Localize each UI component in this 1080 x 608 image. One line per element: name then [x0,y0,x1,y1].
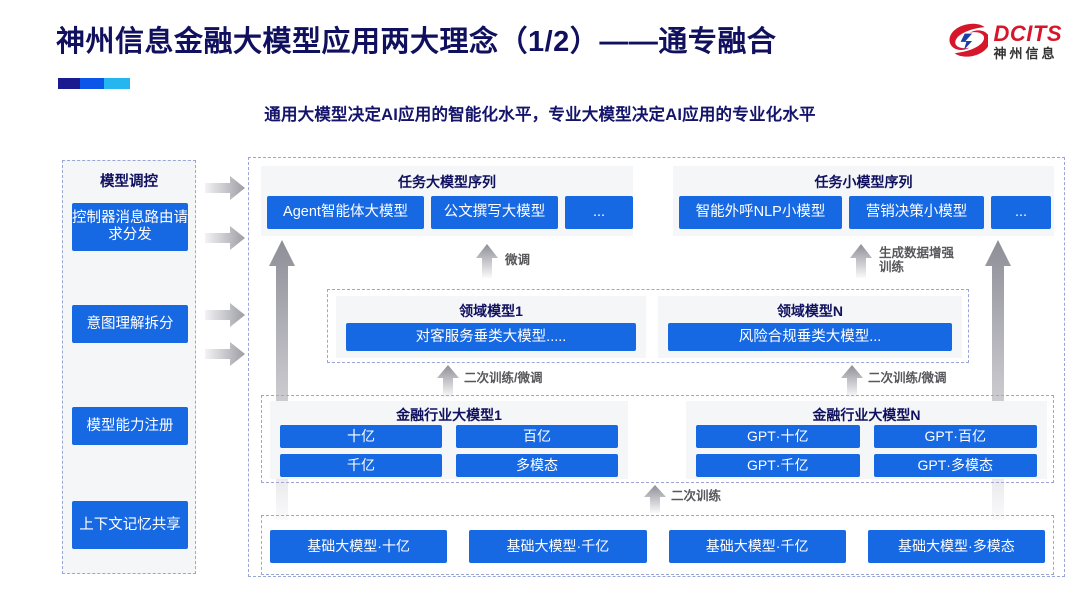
up-arrow-icon-fine-tune [476,244,498,278]
company-logo: DCITS 神州信息 [948,22,1063,60]
base-model-items: 基础大模型·十亿 基础大模型·千亿 基础大模型·千亿 基础大模型·多模态 [270,530,1045,563]
industry-n-item-gpt-ten-billion[interactable]: GPT·百亿 [873,425,1037,448]
accent-segment-2 [79,78,105,89]
right-arrow-icon-1 [205,176,245,200]
industry-n-item-gpt-hundred-billion[interactable]: GPT·千亿 [696,454,860,477]
industry-model-frame: 金融行业大模型1 十亿 百亿 千亿 多模态 金融行业大模型N GPT·十亿 GP… [261,395,1054,483]
right-arrow-icon-4 [205,342,245,366]
task-large-item-more[interactable]: ... [565,196,633,229]
industry-1-item-ten-billion[interactable]: 百亿 [456,425,618,448]
arrow-label-retrain: 二次训练 [671,489,722,503]
industry-1-item-billion[interactable]: 十亿 [280,425,442,448]
domain-model-frame: 领域模型1 对客服务垂类大模型..... 领域模型N 风险合规垂类大模型... [327,289,969,363]
dcits-swirl-icon [948,23,988,57]
task-large-item-agent[interactable]: Agent智能体大模型 [267,196,424,229]
arrow-label-data-augmentation: 生成数据增强 训练 [879,246,955,275]
industry-model-panel-1: 金融行业大模型1 十亿 百亿 千亿 多模态 [270,401,628,479]
logo-text-en: DCITS [993,20,1062,46]
base-item-hundred-billion-b[interactable]: 基础大模型·千亿 [668,530,846,563]
industry-n-item-gpt-billion[interactable]: GPT·十亿 [696,425,860,448]
accent-segment-1 [58,78,80,89]
task-small-title: 任务小模型序列 [814,174,913,190]
arrow-label-fine-tune: 微调 [505,253,531,267]
task-large-model-panel: 任务大模型序列 Agent智能体大模型 公文撰写大模型 ... [261,166,633,236]
architecture-frame: 任务大模型序列 Agent智能体大模型 公文撰写大模型 ... 任务小模型序列 … [248,157,1065,577]
task-small-item-nlp-outbound[interactable]: 智能外呼NLP小模型 [679,196,842,229]
task-large-title: 任务大模型序列 [398,174,496,190]
industry-1-item-hundred-billion[interactable]: 千亿 [280,454,442,477]
sidebar-panel-model-control: 模型调控 控制器消息路由请求分发 意图理解拆分 模型能力注册 上下文记忆共享 [62,160,196,574]
right-arrow-icon-3 [205,303,245,327]
accent-segment-3 [104,78,130,89]
task-small-items: 智能外呼NLP小模型 营销决策小模型 ... [679,196,1051,229]
task-small-item-more[interactable]: ... [991,196,1051,229]
arrow-label-retrain-finetune-right: 二次训练/微调 [868,371,947,385]
industry-n-title: 金融行业大模型N [812,407,921,423]
up-arrow-icon-data-augmentation [850,244,872,278]
task-small-item-marketing[interactable]: 营销决策小模型 [849,196,984,229]
industry-n-item-gpt-multimodal[interactable]: GPT·多模态 [873,454,1037,477]
title-accent-bar [58,78,130,89]
domain-1-item[interactable]: 对客服务垂类大模型..... [346,323,636,351]
industry-model-panel-n: 金融行业大模型N GPT·十亿 GPT·百亿 GPT·千亿 GPT·多模态 [686,401,1047,479]
sidebar-title: 模型调控 [100,174,158,190]
arrow-label-retrain-finetune-left: 二次训练/微调 [464,371,543,385]
page-subtitle: 通用大模型决定AI应用的智能化水平，专业大模型决定AI应用的专业化水平 [264,106,816,124]
industry-1-items: 十亿 百亿 千亿 多模态 [280,425,618,477]
base-item-billion[interactable]: 基础大模型·十亿 [270,530,448,563]
up-arrow-icon-left-tall [269,240,295,520]
up-arrow-icon-retrain-finetune-left [437,365,459,397]
task-small-model-panel: 任务小模型序列 智能外呼NLP小模型 营销决策小模型 ... [673,166,1054,236]
right-arrow-icon-2 [205,226,245,250]
logo-text-cn: 神州信息 [993,45,1058,61]
industry-1-item-multimodal[interactable]: 多模态 [456,454,618,477]
domain-n-item[interactable]: 风险合规垂类大模型... [668,323,952,351]
up-arrow-icon-retrain-finetune-right [841,365,863,397]
sidebar-item-intent-understanding[interactable]: 意图理解拆分 [72,305,188,343]
industry-1-title: 金融行业大模型1 [396,407,502,423]
task-large-item-document[interactable]: 公文撰写大模型 [431,196,558,229]
up-arrow-icon-right-tall [985,240,1011,520]
sidebar-item-controller-routing[interactable]: 控制器消息路由请求分发 [72,203,188,251]
industry-n-items: GPT·十亿 GPT·百亿 GPT·千亿 GPT·多模态 [696,425,1037,477]
base-model-frame: 基础大模型·十亿 基础大模型·千亿 基础大模型·千亿 基础大模型·多模态 [261,515,1054,575]
sidebar-item-capability-registry[interactable]: 模型能力注册 [72,407,188,445]
up-arrow-icon-retrain [644,485,666,513]
task-large-items: Agent智能体大模型 公文撰写大模型 ... [267,196,633,229]
base-item-multimodal[interactable]: 基础大模型·多模态 [867,530,1045,563]
domain-1-title: 领域模型1 [459,303,523,319]
domain-model-panel-1: 领域模型1 对客服务垂类大模型..... [336,296,646,358]
domain-model-panel-n: 领域模型N 风险合规垂类大模型... [658,296,962,358]
base-item-hundred-billion-a[interactable]: 基础大模型·千亿 [469,530,647,563]
domain-n-title: 领域模型N [776,303,844,319]
page-title: 神州信息金融大模型应用两大理念（1/2）——通专融合 [56,26,777,58]
sidebar-item-context-memory[interactable]: 上下文记忆共享 [72,501,188,549]
